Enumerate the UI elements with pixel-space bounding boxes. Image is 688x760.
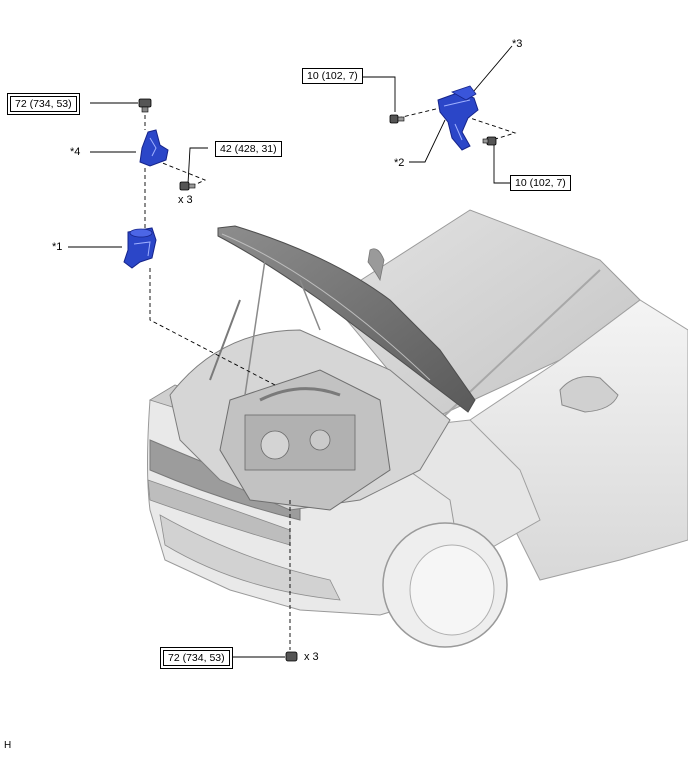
bolt-upper-right: [483, 137, 496, 145]
corner-mark: H: [4, 740, 11, 752]
quantity-bottom-nuts: x 3: [304, 651, 319, 663]
vehicle: [148, 210, 688, 647]
torque-spec-top-right: 10 (102, 7): [302, 68, 363, 84]
torque-spec-bottom: 72 (734, 53): [163, 650, 230, 666]
bolt-upper-left: [390, 115, 404, 123]
part-1-engine-mount: [124, 228, 156, 268]
bolt-top: [139, 99, 151, 112]
torque-spec-bracket: 42 (428, 31): [215, 141, 282, 157]
part-4-bracket: [140, 130, 168, 166]
callout-part-1: *1: [52, 241, 62, 253]
torque-spec-top-left: 72 (734, 53): [10, 96, 77, 112]
nut-bottom: [286, 652, 297, 661]
part-2-mount-bracket: [438, 92, 478, 150]
torque-spec-right-lower: 10 (102, 7): [510, 175, 571, 191]
callout-part-2: *2: [394, 157, 404, 169]
callout-part-3: *3: [512, 38, 522, 50]
quantity-bracket-bolts: x 3: [178, 194, 193, 206]
bolt-bracket: [180, 182, 195, 190]
callout-part-4: *4: [70, 146, 80, 158]
